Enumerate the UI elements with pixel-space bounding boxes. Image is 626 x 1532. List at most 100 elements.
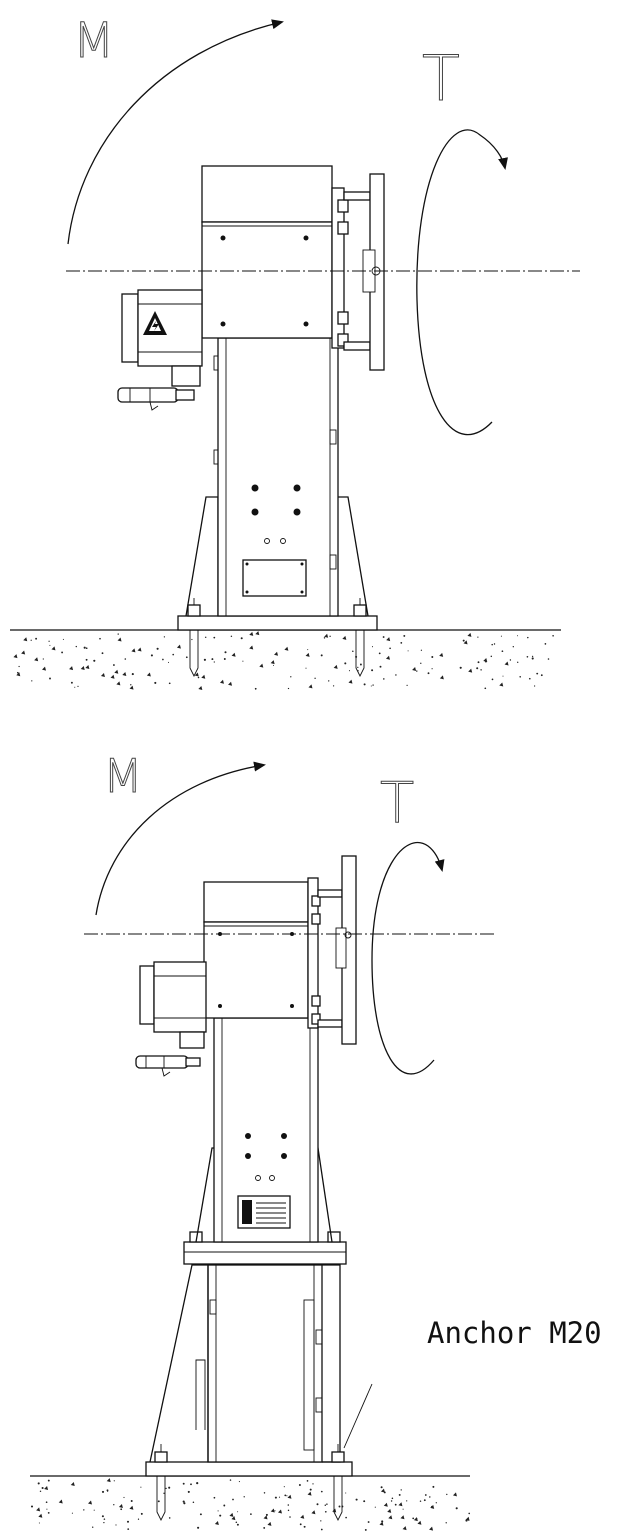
ground-speck <box>328 680 330 682</box>
ground-speck <box>552 635 554 637</box>
ground-speck <box>323 637 326 639</box>
ground-speck <box>16 672 21 677</box>
ground-speck <box>286 1495 288 1497</box>
ground-speck <box>49 644 51 646</box>
ground-speck <box>35 637 38 640</box>
ground-speck <box>480 669 482 671</box>
ground-speck <box>46 1508 48 1510</box>
ground-speck <box>49 677 51 680</box>
ground-speck <box>517 661 519 663</box>
ground-speck <box>536 672 539 675</box>
ground-speck <box>204 636 207 639</box>
ground-speck <box>85 647 88 650</box>
ground-speck <box>367 1521 370 1523</box>
ground-speck <box>137 1518 140 1520</box>
ground-speck <box>324 1504 327 1507</box>
ground-speck <box>194 672 199 677</box>
ground-speck <box>300 1514 305 1519</box>
ground-speck <box>370 685 372 687</box>
ground-speck <box>380 1486 383 1489</box>
ground-speck <box>504 661 509 666</box>
ground-speck <box>17 671 19 674</box>
ground-speck <box>38 1513 43 1518</box>
ground-speck <box>531 655 534 658</box>
ground-speck <box>412 1517 415 1520</box>
ground-speck <box>201 674 206 679</box>
ground-speck <box>113 1504 115 1506</box>
ground-speck <box>230 635 233 638</box>
top-head-lower <box>201 221 333 339</box>
ground-speck <box>85 658 88 661</box>
ground-speck <box>83 646 86 649</box>
top-motor <box>117 289 203 411</box>
ground-speck <box>110 674 115 679</box>
ground-speck <box>198 685 203 690</box>
ground-speck <box>197 1526 200 1529</box>
ground-speck <box>99 637 101 640</box>
ground-speck <box>307 1491 312 1496</box>
ground-speck <box>378 652 381 655</box>
ground-speck <box>287 1509 290 1512</box>
ground-speck <box>483 657 488 662</box>
top-torque-label: T <box>422 42 460 115</box>
ground-speck <box>150 654 153 657</box>
ground-speck <box>70 681 73 684</box>
ground-speck <box>348 679 353 684</box>
ground-speck <box>129 685 134 690</box>
ground-speck <box>191 638 193 641</box>
ground-speck <box>217 1510 219 1512</box>
bottom-motor <box>135 961 207 1077</box>
ground-speck <box>420 649 423 651</box>
ground-speck <box>254 687 257 690</box>
ground-speck <box>41 1486 44 1490</box>
bottom-positioner-figure: M T Anchor M20 <box>30 749 602 1531</box>
ground-speck <box>115 1524 117 1526</box>
ground-speck <box>338 1505 341 1508</box>
pedestal-left-gusset <box>149 1264 209 1463</box>
ground-speck <box>183 1502 186 1505</box>
ground-speck <box>305 667 307 669</box>
ground-speck <box>30 1505 34 1508</box>
top-anchor-bolt-left <box>187 598 201 678</box>
ground-speck <box>463 640 468 645</box>
top-moment-arrow-icon <box>67 19 284 245</box>
bottom-moment-label: M <box>103 749 143 803</box>
ground-speck <box>223 658 226 660</box>
ground-speck <box>38 1522 40 1524</box>
ground-speck <box>140 1512 143 1515</box>
ground-speck <box>114 669 119 674</box>
ground-speck <box>320 1490 323 1493</box>
ground-speck <box>213 1496 216 1499</box>
ground-speck <box>329 635 331 637</box>
ground-speck <box>154 681 157 684</box>
ground-speck <box>231 652 236 657</box>
ground-speck <box>502 675 504 677</box>
ground-speck <box>13 654 18 659</box>
ground-speck <box>126 1520 130 1523</box>
ground-speck <box>383 678 385 680</box>
ground-speck <box>420 662 422 664</box>
ground-speck <box>176 644 181 649</box>
ground-speck <box>47 1511 50 1514</box>
ground-speck <box>287 1504 290 1506</box>
ground-speck <box>224 651 227 654</box>
pedestal-right-gusset <box>322 1264 341 1463</box>
ground-speck <box>287 1494 292 1499</box>
ground-speck <box>359 663 362 666</box>
ground-speck <box>249 631 254 636</box>
ground-speck <box>235 1521 238 1523</box>
ground-speck <box>229 1512 234 1517</box>
ground-speck <box>117 633 119 635</box>
ground-speck <box>419 1500 422 1502</box>
ground-speck <box>352 650 354 652</box>
ground-speck <box>357 666 359 669</box>
ground-speck <box>467 1519 469 1521</box>
top-anchor-bolt-right <box>353 598 367 678</box>
ground-speck <box>83 1509 85 1511</box>
top-moment-label: M <box>73 13 114 69</box>
ground-speck <box>240 637 243 640</box>
ground-speck <box>533 685 536 687</box>
ground-speck <box>380 1488 385 1493</box>
ground-speck <box>243 1496 245 1498</box>
